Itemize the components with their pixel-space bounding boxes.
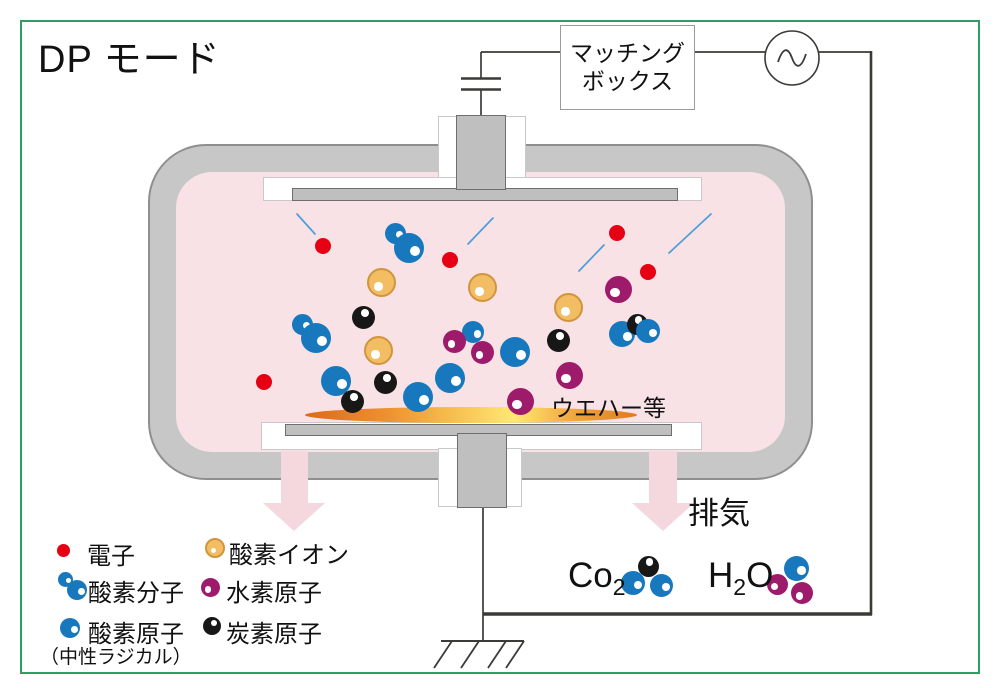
legend-label-electron: 電子: [87, 543, 135, 570]
page-title: DP モード: [38, 39, 221, 81]
legend-label-oxygen-atom: 酸素原子: [88, 621, 184, 648]
wafer: [305, 407, 637, 423]
legend-note-neutral-radical: （中性ラジカル）: [40, 647, 192, 668]
co2-subscript: 2: [612, 574, 626, 600]
legend-label-oxygen-molecule: 酸素分子: [88, 580, 184, 607]
legend-label-carbon-atom: 炭素原子: [226, 621, 322, 648]
h2o-o-text: O: [746, 556, 774, 595]
h2o-subscript: 2: [733, 574, 747, 600]
exhaust-arrow-right: [632, 451, 694, 531]
legend-label-oxygen-ion: 酸素イオン: [229, 542, 349, 569]
bottom-electrode-stem: [457, 433, 507, 508]
ac-source-icon: [764, 30, 820, 86]
top-electrode-stem: [456, 115, 506, 190]
exhaust-label: 排気: [688, 496, 750, 531]
exhaust-arrow-left: [263, 451, 325, 531]
co2-text: Co: [568, 556, 613, 595]
sine-wave-icon: [777, 49, 807, 67]
h2o-h-text: H: [708, 556, 734, 595]
matching-box: マッチング ボックス: [560, 25, 695, 110]
ground-icon: [433, 640, 525, 669]
chamber-interior: [176, 172, 785, 452]
h2o-label: H2O: [708, 556, 773, 601]
co2-label: Co2: [568, 556, 626, 601]
trail-line: [296, 213, 316, 235]
particle-trails: [296, 213, 712, 272]
page-border-frame: [20, 20, 980, 674]
trail-line: [467, 217, 494, 245]
legend-label-hydrogen-atom: 水素原子: [226, 580, 322, 607]
wafer-label: ウエハー等: [551, 395, 666, 421]
matching-box-label-line1: マッチング: [570, 39, 685, 66]
matching-box-label-line2: ボックス: [581, 67, 674, 94]
trail-line: [578, 244, 605, 272]
trail-line: [668, 213, 712, 254]
